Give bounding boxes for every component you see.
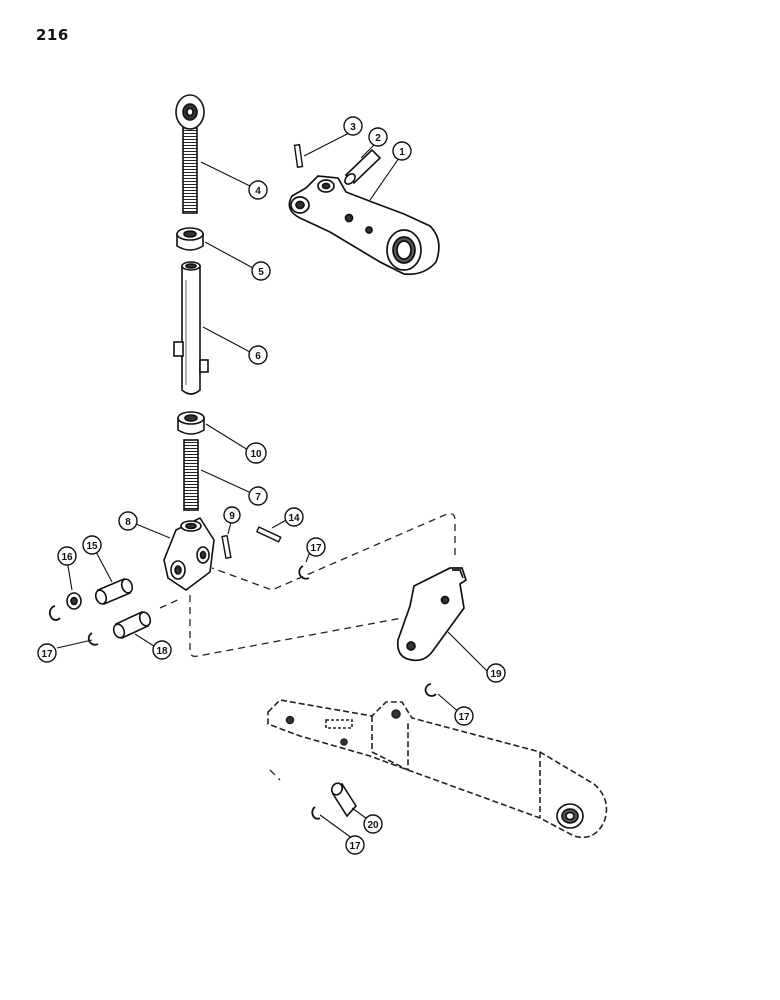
lower-link-pin bbox=[330, 782, 358, 818]
svg-text:17: 17 bbox=[310, 543, 322, 554]
clevis-pin-upper bbox=[94, 577, 134, 606]
jam-nut-upper bbox=[176, 227, 204, 251]
svg-text:20: 20 bbox=[367, 820, 379, 831]
callout-16: 16 bbox=[57, 546, 77, 566]
callout-4: 4 bbox=[248, 180, 268, 200]
callout-7: 7 bbox=[248, 486, 268, 506]
callout-2: 2 bbox=[368, 127, 388, 147]
washer bbox=[66, 592, 82, 610]
svg-text:6: 6 bbox=[255, 351, 261, 362]
callout-18: 18 bbox=[152, 640, 172, 660]
callout-17-clevis: 17 bbox=[306, 537, 326, 557]
svg-text:1: 1 bbox=[399, 147, 405, 158]
lift-arm bbox=[288, 175, 440, 276]
svg-text:17: 17 bbox=[349, 841, 361, 852]
roll-pin-clevis bbox=[221, 534, 232, 559]
adjusting-sleeve bbox=[173, 261, 209, 395]
callout-14: 14 bbox=[284, 507, 304, 527]
svg-text:7: 7 bbox=[255, 492, 261, 503]
snap-ring-bottom bbox=[311, 806, 321, 820]
callout-15: 15 bbox=[82, 535, 102, 555]
callout-17-bottom: 17 bbox=[345, 835, 365, 855]
svg-text:9: 9 bbox=[229, 511, 235, 522]
snap-ring-lower-link bbox=[424, 683, 437, 697]
callout-17-lower-link: 17 bbox=[454, 706, 474, 726]
svg-text:15: 15 bbox=[86, 541, 98, 552]
svg-text:17: 17 bbox=[41, 649, 53, 660]
clevis-pin-lower bbox=[112, 610, 152, 640]
svg-text:14: 14 bbox=[288, 513, 300, 524]
threaded-rod-lower bbox=[183, 439, 199, 511]
snap-ring-left bbox=[49, 605, 61, 621]
rod-end-upper bbox=[175, 94, 205, 214]
callout-5: 5 bbox=[251, 261, 271, 281]
lower-link bbox=[267, 699, 608, 839]
roll-pin-small bbox=[293, 143, 304, 168]
svg-text:8: 8 bbox=[125, 517, 131, 528]
svg-text:5: 5 bbox=[258, 267, 264, 278]
callout-10: 10 bbox=[245, 442, 267, 464]
lift-arm-pin bbox=[344, 148, 382, 185]
page-number: 216 bbox=[36, 26, 69, 44]
svg-text:18: 18 bbox=[156, 646, 168, 657]
callout-20: 20 bbox=[363, 814, 383, 834]
leader-lines bbox=[56, 132, 489, 842]
pin-14 bbox=[255, 526, 282, 543]
svg-text:2: 2 bbox=[375, 133, 381, 144]
jam-nut-lower bbox=[177, 411, 205, 435]
callout-17-left: 17 bbox=[37, 643, 57, 663]
snap-ring-center bbox=[87, 632, 99, 646]
svg-text:17: 17 bbox=[458, 712, 470, 723]
callout-3: 3 bbox=[343, 116, 363, 136]
snap-ring-clevis bbox=[298, 565, 310, 580]
lower-link-ball-end bbox=[556, 803, 584, 829]
callout-8: 8 bbox=[118, 511, 138, 531]
svg-text:10: 10 bbox=[250, 449, 262, 460]
callout-9: 9 bbox=[223, 506, 241, 524]
svg-text:4: 4 bbox=[255, 186, 261, 197]
callout-19: 19 bbox=[486, 663, 506, 683]
link-plate bbox=[396, 567, 468, 662]
svg-text:16: 16 bbox=[61, 552, 73, 563]
clevis-yoke bbox=[163, 516, 215, 591]
dashed-assembly-lines bbox=[159, 512, 456, 781]
callout-6: 6 bbox=[248, 345, 268, 365]
svg-text:3: 3 bbox=[350, 122, 356, 133]
callout-1: 1 bbox=[392, 141, 412, 161]
svg-text:19: 19 bbox=[490, 669, 502, 680]
callout-markers: 1 2 3 4 5 6 7 8 9 10 14 15 16 17 17 17 1… bbox=[37, 116, 506, 855]
